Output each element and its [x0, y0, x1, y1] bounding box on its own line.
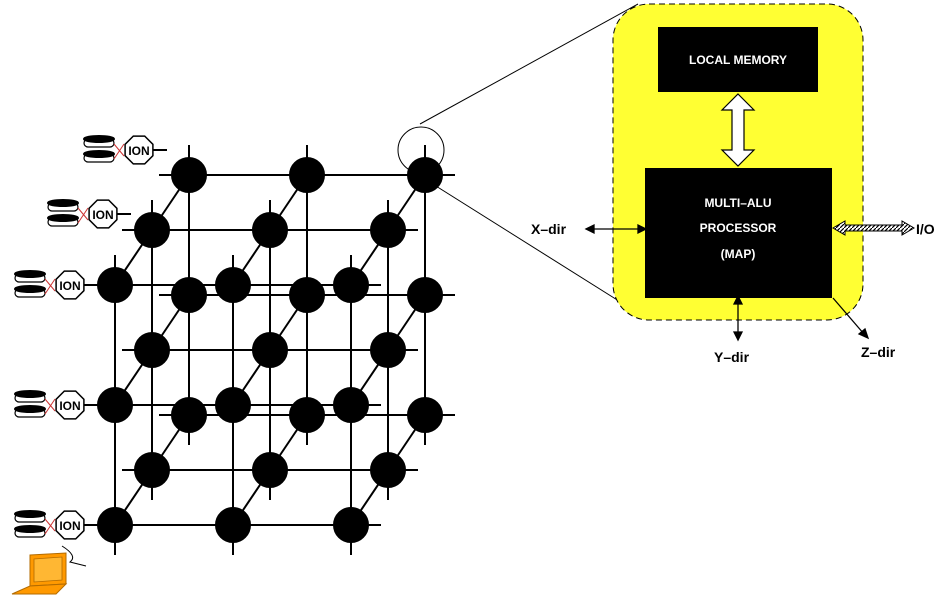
processor-node	[407, 157, 443, 193]
processor-node	[252, 212, 288, 248]
zoom-lines	[397, 3, 639, 309]
processor-node	[215, 507, 251, 543]
processor-node	[370, 332, 406, 368]
processor-node	[370, 212, 406, 248]
ion-label: ION	[92, 208, 113, 222]
processor-node	[289, 157, 325, 193]
memory-bus-arrow	[720, 93, 756, 167]
x-dir-arrow	[584, 223, 648, 235]
ion-node	[124, 135, 154, 165]
processor-node	[97, 387, 133, 423]
disk-stack-icon	[83, 150, 115, 163]
local-memory-box	[658, 27, 818, 92]
processor-node	[97, 267, 133, 303]
processor-node	[97, 507, 133, 543]
ion-group: ION ION ION ION ION	[14, 135, 167, 540]
disk-stack-icon	[14, 525, 46, 538]
processor-node	[333, 507, 369, 543]
processor-node	[252, 332, 288, 368]
processor-node	[252, 452, 288, 488]
z-dir-label: Z–dir	[861, 344, 896, 360]
local-memory-label: LOCAL MEMORY	[689, 53, 787, 67]
io-arrow	[832, 220, 915, 236]
processor-box	[645, 168, 832, 298]
disk-stack-icon	[14, 405, 46, 418]
processor-node	[215, 387, 251, 423]
processor-label-line2: PROCESSOR	[700, 221, 777, 235]
processor-node	[134, 452, 170, 488]
processor-node	[171, 277, 207, 313]
ion-label: ION	[59, 399, 80, 413]
ion-node	[88, 199, 118, 229]
processor-node	[289, 397, 325, 433]
processor-node	[333, 267, 369, 303]
processor-lattice: ION ION ION ION ION	[11, 135, 455, 595]
ion-wire	[77, 207, 89, 224]
disk-stack-icon	[47, 199, 79, 212]
ion-node	[55, 390, 85, 420]
disk-stack-icon	[14, 270, 46, 283]
processor-node	[289, 277, 325, 313]
z-dir-arrow	[832, 297, 870, 340]
io-label: I/O	[916, 221, 935, 237]
laptop-icon	[11, 545, 87, 595]
ion-label: ION	[59, 279, 80, 293]
ion-node	[55, 270, 85, 300]
processor-node	[333, 387, 369, 423]
ion-label: ION	[59, 519, 80, 533]
ion-label: ION	[128, 144, 149, 158]
processor-node	[370, 452, 406, 488]
x-dir-label: X–dir	[531, 221, 567, 237]
processor-node	[171, 397, 207, 433]
y-dir-label: Y–dir	[714, 349, 750, 365]
disk-stack-icon	[14, 285, 46, 298]
disk-stack-icon	[14, 510, 46, 523]
disk-stack-icon	[47, 214, 79, 227]
processor-label-line3: (MAP)	[721, 247, 756, 261]
lattice-nodes	[97, 157, 443, 543]
ion-wire	[113, 143, 125, 160]
ion-node	[55, 510, 85, 540]
processor-node	[134, 212, 170, 248]
y-dir-arrow	[732, 294, 744, 342]
ion-wire	[44, 518, 56, 535]
disk-stack-icon	[14, 390, 46, 403]
processor-label-line1: MULTI–ALU	[704, 196, 771, 210]
processor-node	[134, 332, 170, 368]
processor-node	[171, 157, 207, 193]
processor-node	[407, 277, 443, 313]
ion-wire	[44, 278, 56, 295]
ion-wire	[44, 398, 56, 415]
disk-stack-icon	[83, 135, 115, 148]
processor-node	[407, 397, 443, 433]
node-detail: LOCAL MEMORY MULTI–ALU PROCESSOR (MAP) X…	[531, 3, 935, 365]
zoom-target-circle	[397, 126, 445, 174]
processor-node	[215, 267, 251, 303]
